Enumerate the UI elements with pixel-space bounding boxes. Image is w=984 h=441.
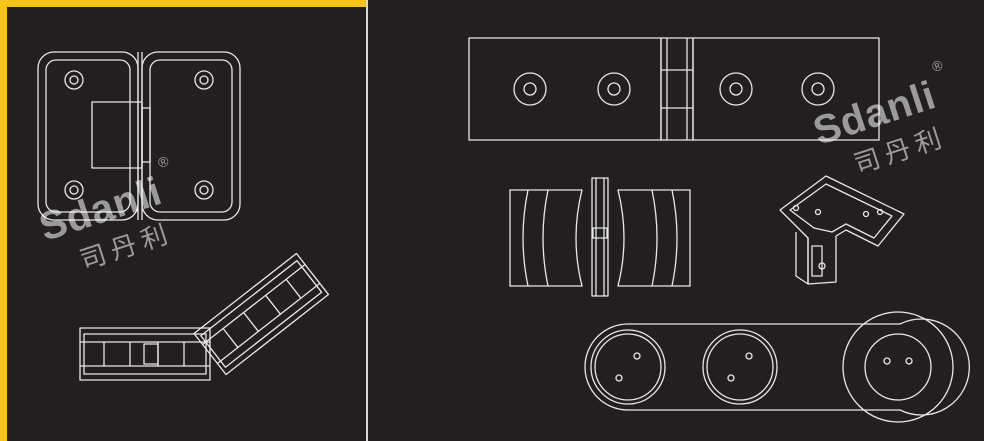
- shower-hinge-angled-view: [79, 252, 330, 381]
- panel-divider: [366, 0, 368, 441]
- accent-bar-top: [0, 0, 366, 7]
- accent-bar-left: [0, 0, 7, 441]
- double-hinge-plate: [468, 37, 880, 141]
- knob-side-view: [509, 177, 691, 297]
- shower-hinge-front-view: [37, 51, 241, 221]
- support-bar-connector: [584, 311, 970, 423]
- corner-clamp: [779, 175, 905, 285]
